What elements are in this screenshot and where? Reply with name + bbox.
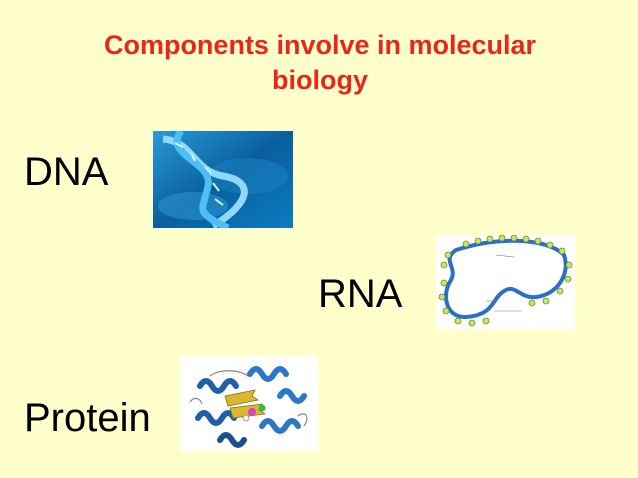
protein-structure-image bbox=[180, 356, 318, 451]
rna-label: RNA bbox=[318, 272, 403, 316]
slide-title-line-2: biology bbox=[272, 65, 368, 95]
slide-title-line-1: Components involve in molecular bbox=[103, 30, 537, 60]
dna-label: DNA bbox=[24, 150, 109, 194]
protein-label: Protein bbox=[24, 396, 151, 440]
rna-structure-image bbox=[436, 235, 575, 329]
slide-title: Components involve in molecular biology bbox=[40, 28, 600, 98]
dna-helix-image bbox=[153, 131, 293, 228]
